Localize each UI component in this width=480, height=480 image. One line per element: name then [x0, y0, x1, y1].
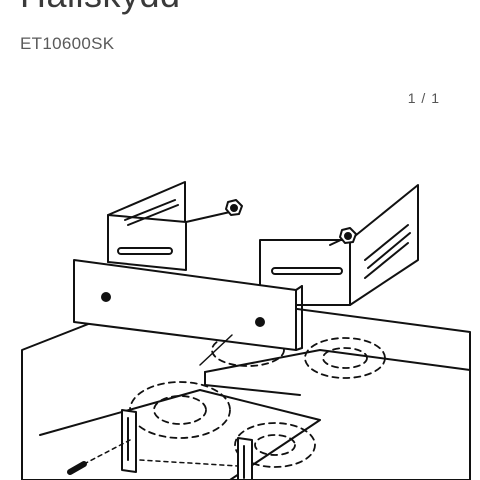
splash-guard-panel — [73, 259, 303, 351]
document-title: Hällskydd — [20, 0, 181, 16]
assembly-illustration — [0, 160, 480, 480]
product-code: ET10600SK — [20, 34, 115, 53]
bottom-screw-icon — [67, 439, 131, 475]
assembly-diagram-icon — [21, 181, 471, 480]
cooktop-inner-panel — [204, 349, 471, 373]
right-screw-icon — [339, 227, 357, 244]
right-bracket — [259, 184, 419, 306]
page-indicator: 1 / 1 — [407, 90, 440, 106]
left-bracket — [107, 181, 231, 271]
left-screw-icon — [225, 199, 243, 216]
